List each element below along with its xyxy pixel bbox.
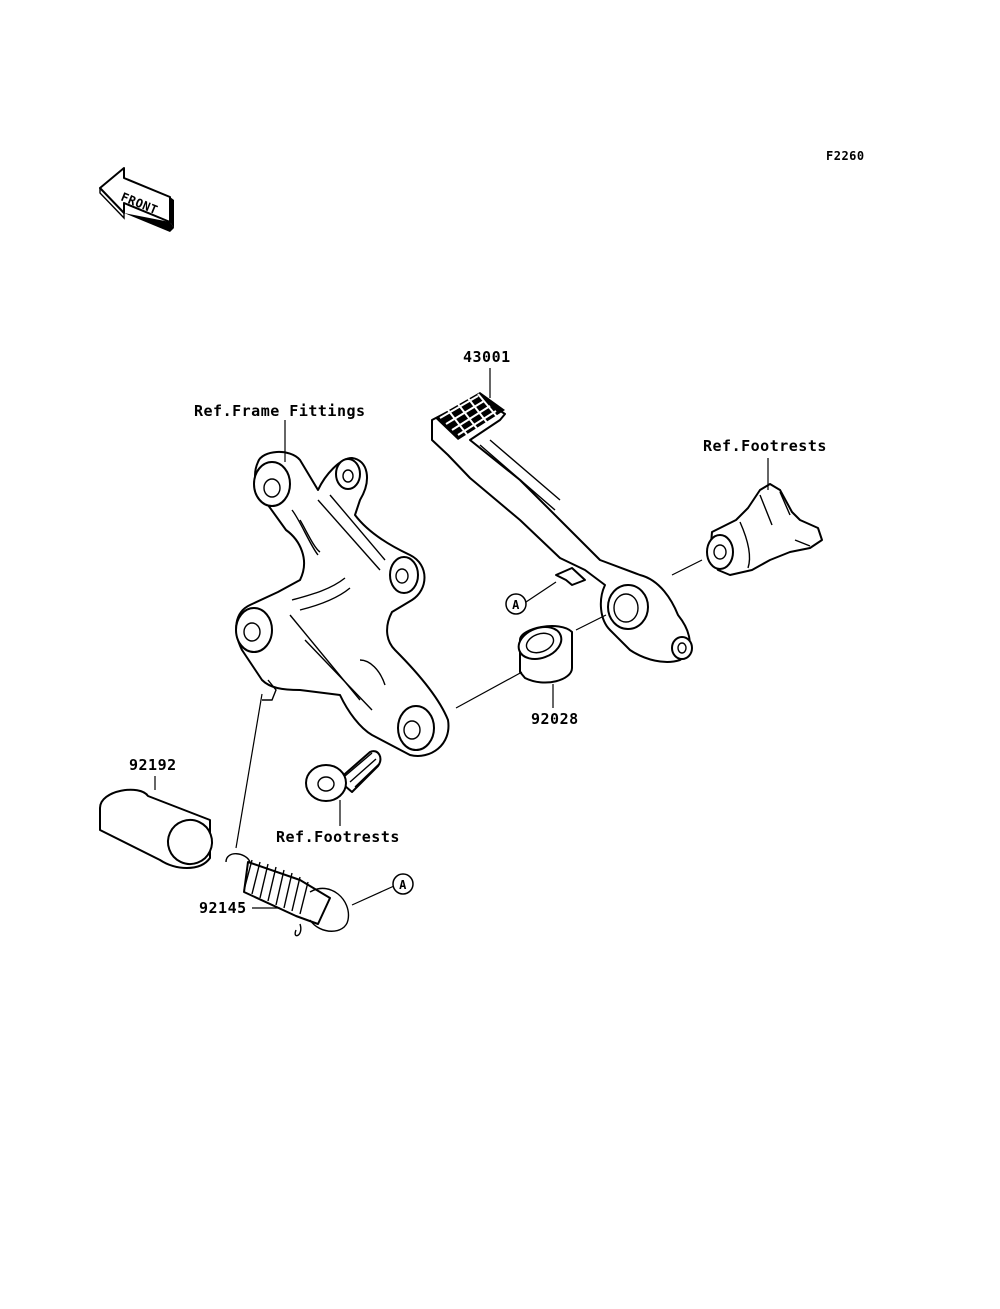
footrest-clevis xyxy=(706,483,823,576)
collar-92192 xyxy=(99,788,213,869)
part-92145-label: 92145 xyxy=(199,899,247,917)
pedal-tread xyxy=(435,392,505,440)
pivot-bolt xyxy=(305,750,382,802)
ref-frame-fittings-label: Ref.Frame Fittings xyxy=(194,402,366,420)
spring-92145 xyxy=(225,853,350,937)
marker-a-lower-label: A xyxy=(399,878,407,892)
part-43001-label: 43001 xyxy=(463,348,511,366)
leader-lines xyxy=(154,368,769,909)
marker-a-upper-label: A xyxy=(512,598,520,612)
bushing-92028 xyxy=(517,625,573,684)
ref-footrests-top-label: Ref.Footrests xyxy=(703,437,827,455)
front-arrow-icon: FRONT xyxy=(99,167,174,232)
part-92192-label: 92192 xyxy=(129,756,177,774)
marker-a-lower: A xyxy=(392,873,414,895)
ref-footrests-bottom-label: Ref.Footrests xyxy=(276,828,400,846)
shift-pedal xyxy=(431,392,693,663)
marker-a-upper: A xyxy=(505,593,527,615)
figure-code: F2260 xyxy=(826,149,865,163)
frame-bracket xyxy=(235,451,450,757)
part-92028-label: 92028 xyxy=(531,710,579,728)
